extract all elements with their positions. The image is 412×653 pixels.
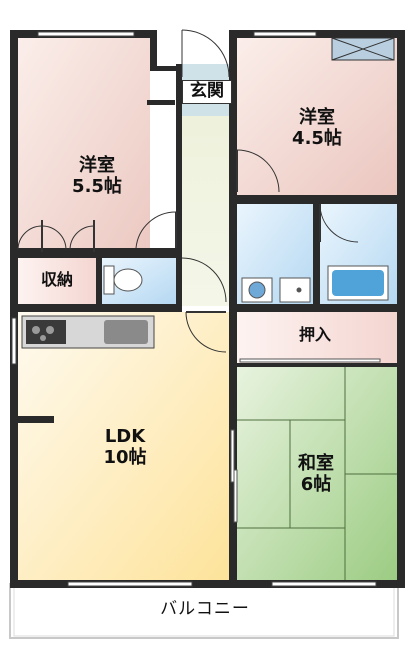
washbasin-fixture [241, 277, 311, 303]
sliding-doors [230, 358, 381, 523]
western-room-a-floor [18, 38, 150, 248]
balcony-label: バルコニー [120, 599, 290, 620]
toilet-fixture [103, 265, 143, 295]
balcony-area [9, 583, 399, 639]
doors [17, 29, 359, 353]
japanese-room-floor [237, 366, 397, 580]
closet-label: 押入 [270, 325, 360, 344]
western-room-a-name: 洋室 [79, 155, 115, 176]
ventilation-grille [331, 37, 395, 61]
bathtub-fixture [327, 265, 389, 301]
kitchen-counter [21, 315, 155, 349]
storage-label: 収納 [18, 270, 96, 289]
western-room-b-size: 4.5帖 [292, 127, 342, 149]
entrance-name: 玄関 [190, 81, 224, 101]
western-room-b-label: 洋室 4.5帖 [274, 107, 360, 149]
windows [11, 31, 377, 587]
tatami-mats [237, 366, 397, 580]
western-room-a-size: 5.5帖 [72, 175, 122, 197]
storage-name: 収納 [40, 270, 73, 289]
western-room-a-label: 洋室 5.5帖 [54, 155, 140, 197]
storage-floor [18, 258, 98, 304]
hallway-floor [182, 116, 232, 306]
closet-floor [237, 312, 397, 364]
japanese-room-label: 和室 6帖 [273, 453, 359, 495]
balcony-name: バルコニー [160, 599, 250, 619]
entrance-label: 玄関 [182, 80, 232, 104]
ldk-name: LDK [104, 426, 146, 447]
japanese-room-size: 6帖 [300, 473, 332, 495]
western-room-b-floor [237, 38, 397, 195]
western-room-b-name: 洋室 [299, 107, 335, 128]
japanese-room-name: 和室 [298, 453, 334, 474]
ldk-label: LDK 10帖 [82, 426, 168, 468]
ldk-floor [18, 312, 230, 580]
ldk-size: 10帖 [103, 446, 147, 468]
closet-name: 押入 [298, 325, 331, 344]
